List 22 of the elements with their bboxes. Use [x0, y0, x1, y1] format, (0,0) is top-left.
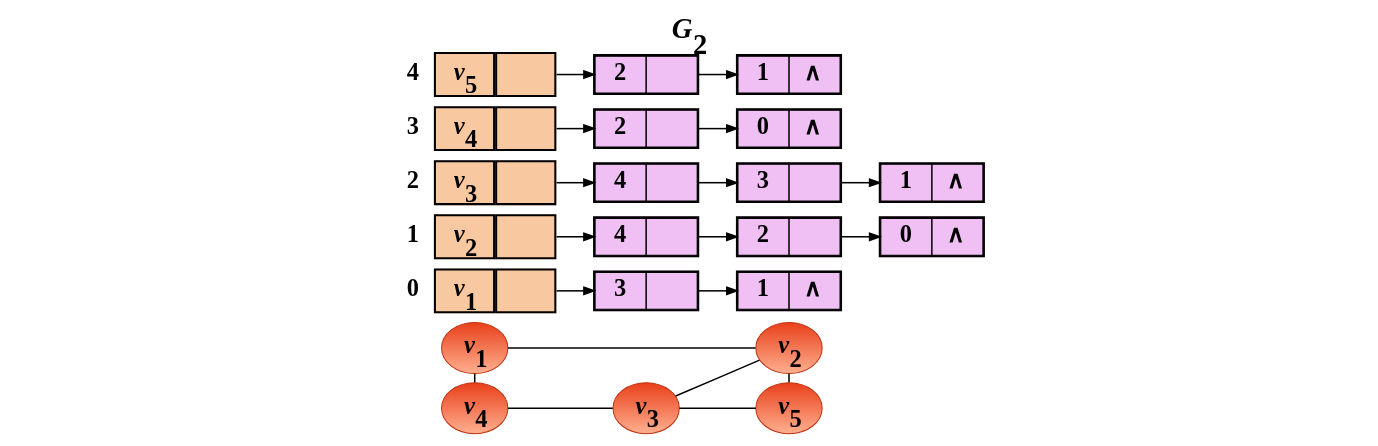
arrow	[555, 123, 597, 134]
node-label: 3	[406, 111, 420, 139]
arrow	[839, 178, 883, 188]
node-label: 0	[406, 274, 420, 302]
node-label: 1	[406, 220, 420, 248]
arrow	[555, 232, 597, 242]
node-label: 4	[406, 57, 420, 85]
arrow	[696, 69, 740, 80]
node-label: 2	[406, 166, 420, 193]
connector	[678, 407, 757, 409]
arrow	[839, 232, 883, 242]
arrow	[555, 178, 597, 188]
connector	[507, 347, 757, 349]
arrow	[555, 69, 597, 80]
arrow	[696, 178, 740, 188]
arrow	[555, 286, 597, 296]
connector	[507, 407, 614, 409]
connector	[674, 359, 761, 397]
connector	[788, 373, 790, 384]
arrow	[696, 123, 740, 134]
arrow	[696, 232, 740, 242]
arrow	[696, 286, 740, 296]
